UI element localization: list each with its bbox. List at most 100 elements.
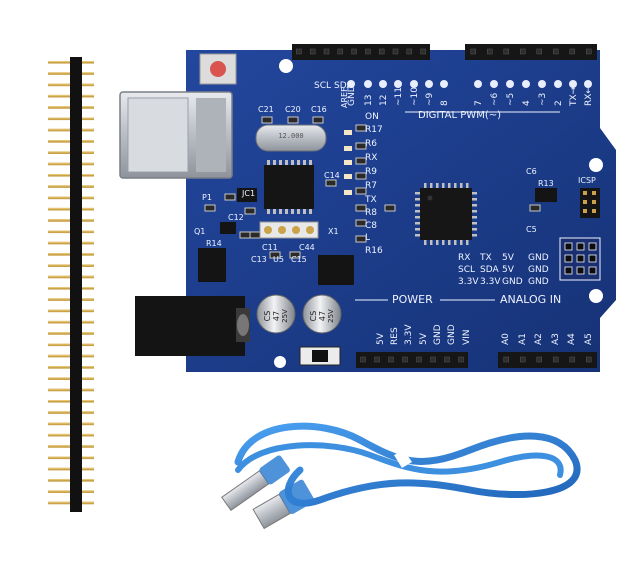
header-socket <box>503 48 509 55</box>
digital-pin-label: 12 <box>379 95 389 106</box>
smd-part <box>355 235 367 243</box>
cap-voltage: 25V <box>281 309 289 323</box>
chip-leg <box>309 160 312 165</box>
digital-pin-label: 4 <box>522 100 532 106</box>
digital-pin-label: 13 <box>364 95 374 106</box>
pin-pad <box>584 80 592 88</box>
mcu-leg <box>430 240 433 245</box>
component-label: C21 <box>258 105 274 114</box>
component-label: C44 <box>299 243 315 252</box>
smd-part <box>355 204 367 212</box>
led <box>344 146 352 151</box>
x1-header-body <box>259 221 319 239</box>
header-plastic-bar <box>70 57 82 512</box>
header-socket <box>337 48 344 55</box>
mounting-hole <box>589 158 603 172</box>
chip-leg <box>291 209 294 214</box>
header-socket <box>296 48 302 55</box>
header-socket <box>309 48 316 55</box>
component-label: U5 <box>273 255 284 264</box>
side-grid-hole <box>588 242 597 251</box>
reset-button[interactable] <box>199 53 237 85</box>
digital-pin-label: ~10 <box>410 87 420 106</box>
usb-b-plug <box>252 479 315 530</box>
led-label: C8 <box>365 221 377 231</box>
crystal-oscillator: 12.000 <box>255 124 327 152</box>
header-socket <box>569 356 575 363</box>
mcu-leg <box>466 183 469 188</box>
side-row-label: GND <box>528 253 549 263</box>
pin-pad <box>474 80 482 88</box>
header-socket <box>402 356 408 363</box>
smd-part <box>355 157 367 165</box>
microcontroller <box>420 188 472 240</box>
component-label: R14 <box>206 239 222 248</box>
header-socket <box>536 48 542 55</box>
usb-cable <box>221 422 581 530</box>
power-pin-label: GND <box>433 324 443 345</box>
mcu-leg <box>415 210 420 213</box>
mounting-hole <box>279 59 293 73</box>
component-label: C5 <box>526 225 537 234</box>
side-row-label: 5V <box>502 265 515 275</box>
mcu-leg <box>472 216 477 219</box>
led-label: TX <box>364 195 377 205</box>
digital-pin-label: ~3 <box>538 93 548 106</box>
pin-pad <box>394 80 402 88</box>
led-label: ON <box>365 112 379 122</box>
smd-part <box>289 251 301 259</box>
chip-leg <box>267 209 270 214</box>
digital-pin-label: ~5 <box>506 93 516 106</box>
header-socket <box>487 48 493 55</box>
header-body <box>498 352 597 368</box>
mcu-leg <box>472 228 477 231</box>
component-label: C14 <box>324 171 340 180</box>
pin-pad <box>410 80 418 88</box>
arduino-uno-board: 12.000 CS 47 25V CS 47 25V <box>119 44 616 372</box>
header-socket <box>553 48 559 55</box>
x1-pin <box>306 226 314 234</box>
digital-pin-label: TX→1 <box>569 81 579 107</box>
icsp-header <box>580 188 600 218</box>
usb-serial-chip <box>264 165 314 209</box>
chip-legs <box>267 160 312 214</box>
small-chip <box>237 188 257 202</box>
pin-header-strip <box>48 57 94 512</box>
icsp-pin <box>583 209 587 213</box>
side-grid-hole <box>576 254 585 263</box>
component-label: C12 <box>228 213 244 222</box>
header-socket <box>470 48 476 55</box>
mcu-leg <box>415 234 420 237</box>
component-label: C11 <box>262 243 278 252</box>
header-socket <box>520 48 526 55</box>
led <box>344 174 352 179</box>
transistor <box>220 222 236 234</box>
smd-part <box>287 116 299 124</box>
side-grid-hole <box>576 242 585 251</box>
analog-pin-label: A2 <box>534 333 544 345</box>
smd-part <box>355 187 367 195</box>
component-label: C13 <box>251 255 267 264</box>
header-socket <box>503 356 509 363</box>
digital-pin-headers <box>292 44 597 60</box>
mcu-leg <box>454 240 457 245</box>
header-socket <box>569 48 575 55</box>
smd-part <box>244 207 256 215</box>
pin-pad <box>440 80 448 88</box>
header-socket <box>586 48 592 55</box>
header-socket <box>586 356 592 363</box>
pin-pad <box>490 80 498 88</box>
side-grid-hole <box>564 242 573 251</box>
side-grid-hole <box>576 266 585 275</box>
side-pin-grid <box>559 237 601 281</box>
header-socket <box>536 356 542 363</box>
smd-part <box>249 231 261 239</box>
pin-pad <box>522 80 530 88</box>
header-socket <box>416 356 422 363</box>
crystal-label: 12.000 <box>278 132 303 140</box>
chip-leg <box>291 160 294 165</box>
mounting-hole <box>274 356 286 368</box>
mounting-hole <box>589 289 603 303</box>
